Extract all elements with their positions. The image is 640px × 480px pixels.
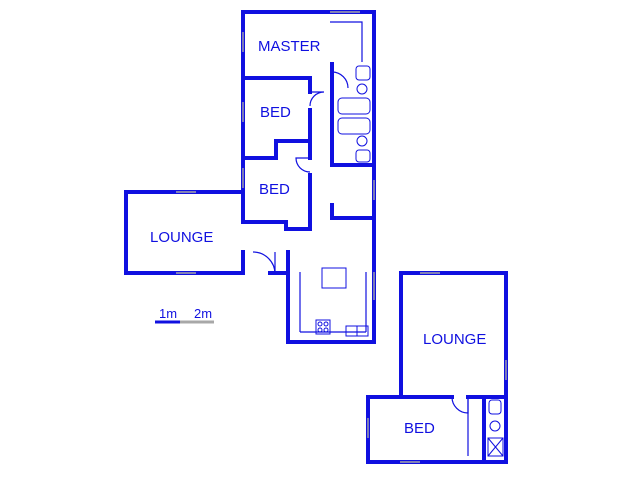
stove-burner-icon — [323, 327, 329, 333]
main-unit: MASTER BED BED LOUNGE — [124, 10, 376, 344]
master-wardrobe — [330, 21, 363, 62]
room-label-bed-right: BED — [404, 420, 435, 437]
stove-burner-icon — [317, 327, 323, 333]
dining-table-icon — [321, 267, 347, 289]
unit2-basin-icon — [489, 420, 501, 432]
bathtub-lower-icon — [337, 117, 371, 135]
door-swing-front — [252, 251, 276, 275]
kitchen-wall — [286, 220, 376, 344]
toilet-lower-icon — [355, 149, 371, 163]
door-swing-bed1 — [309, 91, 325, 107]
door-swing-bed2 — [295, 157, 311, 173]
scale-label-1m: 1m — [159, 306, 177, 321]
room-label-bed-upper: BED — [260, 104, 291, 121]
bathtub-upper-icon — [337, 97, 371, 115]
stove-icon — [315, 319, 331, 335]
room-label-lounge-right: LOUNGE — [423, 331, 486, 348]
room-label-bed-middle: BED — [259, 181, 290, 198]
unit2-outer-wall — [366, 271, 508, 464]
unit2-shower-cross — [487, 437, 504, 457]
unit2-toilet-icon — [488, 399, 502, 415]
basin-upper-icon — [356, 83, 368, 95]
scale-bar: 1m 2m — [155, 306, 214, 324]
outer-wall-top — [241, 10, 376, 224]
stove-burner-icon — [323, 321, 329, 327]
unit2-shower-icon — [487, 437, 504, 457]
second-unit: LOUNGE BED — [366, 271, 508, 464]
master-bed-wall — [241, 76, 312, 94]
scale-label-2m: 2m — [194, 306, 212, 321]
bed-lower-wall — [241, 173, 312, 231]
unit2-door-swing — [451, 396, 469, 414]
basin-lower-icon — [356, 135, 368, 147]
door-swing-bath — [331, 71, 349, 89]
bed-divider — [241, 139, 312, 160]
toilet-upper-icon — [355, 65, 371, 81]
room-label-lounge-left: LOUNGE — [150, 229, 213, 246]
stove-burner-icon — [317, 321, 323, 327]
room-label-master: MASTER — [258, 38, 321, 55]
